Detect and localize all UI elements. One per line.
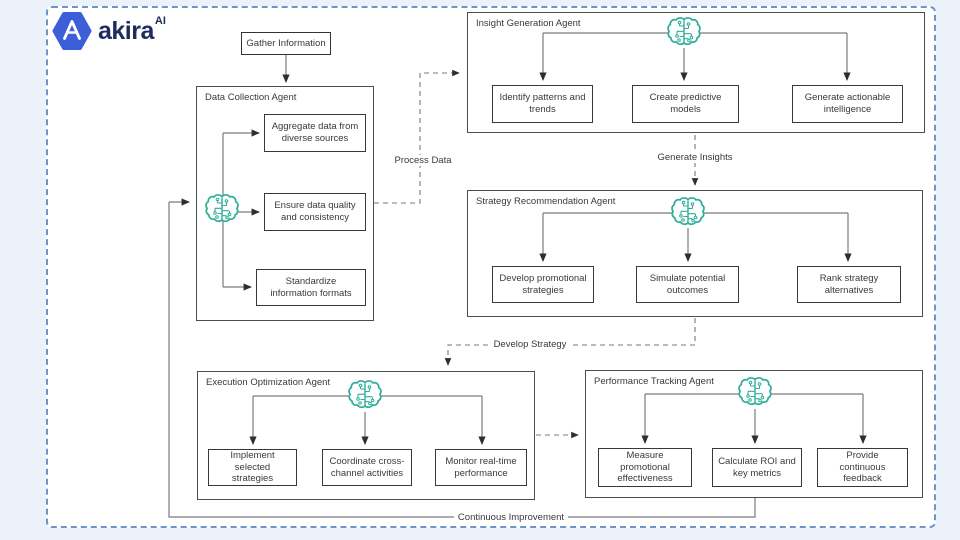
- agent-title: Execution Optimization Agent: [206, 377, 331, 388]
- brand-logo: akira AI: [52, 11, 166, 51]
- agent-title: Insight Generation Agent: [476, 18, 581, 29]
- akira-hexagon-icon: [52, 12, 92, 50]
- brand-suffix: AI: [154, 15, 166, 27]
- task-box: Implement selected strategies: [208, 449, 297, 486]
- task-box: Aggregate data from diverse sources: [264, 114, 366, 152]
- agent-title: Strategy Recommendation Agent: [476, 196, 616, 207]
- brain-icon: [670, 196, 706, 229]
- task-box: Provide continuous feedback: [817, 448, 908, 487]
- task-box: Standardize information formats: [256, 269, 366, 306]
- brand-name: akira: [98, 16, 154, 45]
- task-box: Develop promotional strategies: [492, 266, 594, 303]
- brain-icon: [347, 379, 383, 412]
- agent-title: Performance Tracking Agent: [594, 376, 714, 387]
- brain-icon: [204, 193, 240, 226]
- task-box: Identify patterns and trends: [492, 85, 593, 123]
- task-box: Monitor real-time performance: [435, 449, 527, 486]
- brain-icon: [666, 16, 702, 49]
- edge-label-process-data: Process Data: [390, 155, 456, 166]
- task-box: Create predictive models: [632, 85, 739, 123]
- task-box: Ensure data quality and consistency: [264, 193, 366, 231]
- edge-label-continuous-improvement: Continuous Improvement: [453, 512, 569, 523]
- edge-label-generate-insights: Generate Insights: [653, 152, 737, 163]
- task-box: Generate actionable intelligence: [792, 85, 903, 123]
- task-box: Coordinate cross-channel activities: [322, 449, 412, 486]
- edge-label-develop-strategy: Develop Strategy: [489, 339, 571, 350]
- brain-icon: [737, 376, 773, 409]
- task-box: Rank strategy alternatives: [797, 266, 901, 303]
- agent-title: Data Collection Agent: [205, 92, 297, 103]
- task-box: Measure promotional effectiveness: [598, 448, 692, 487]
- task-box: Simulate potential outcomes: [636, 266, 739, 303]
- start-node-gather-information: Gather Information: [241, 32, 331, 55]
- task-box: Calculate ROI and key metrics: [712, 448, 802, 487]
